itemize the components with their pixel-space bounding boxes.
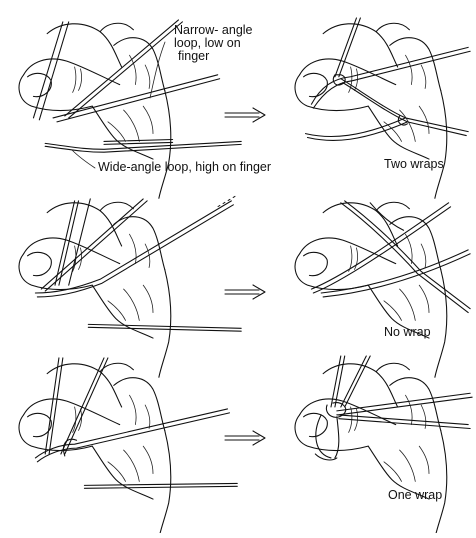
right-arrow-icon (224, 430, 266, 446)
right-arrow-icon (224, 107, 266, 123)
label-narrow-angle-3: finger (178, 49, 210, 63)
label-no-wrap: No wrap (384, 325, 431, 339)
label-narrow-angle-1: Narrow- angle (174, 23, 253, 37)
label-narrow-angle-2: loop, low on (174, 36, 241, 50)
hand-row1-left (18, 19, 242, 199)
hand-row3-right (294, 355, 473, 538)
hand-row2-right (294, 200, 471, 378)
hand-row3-left (18, 357, 238, 538)
label-two-wraps: Two wraps (384, 157, 444, 171)
label-one-wrap: One wrap (388, 488, 443, 502)
label-wide-angle: Wide-angle loop, high on finger (98, 160, 272, 174)
hand-row2-left (18, 194, 242, 378)
right-arrow-icon (224, 284, 266, 300)
hand-row1-right (294, 17, 471, 199)
